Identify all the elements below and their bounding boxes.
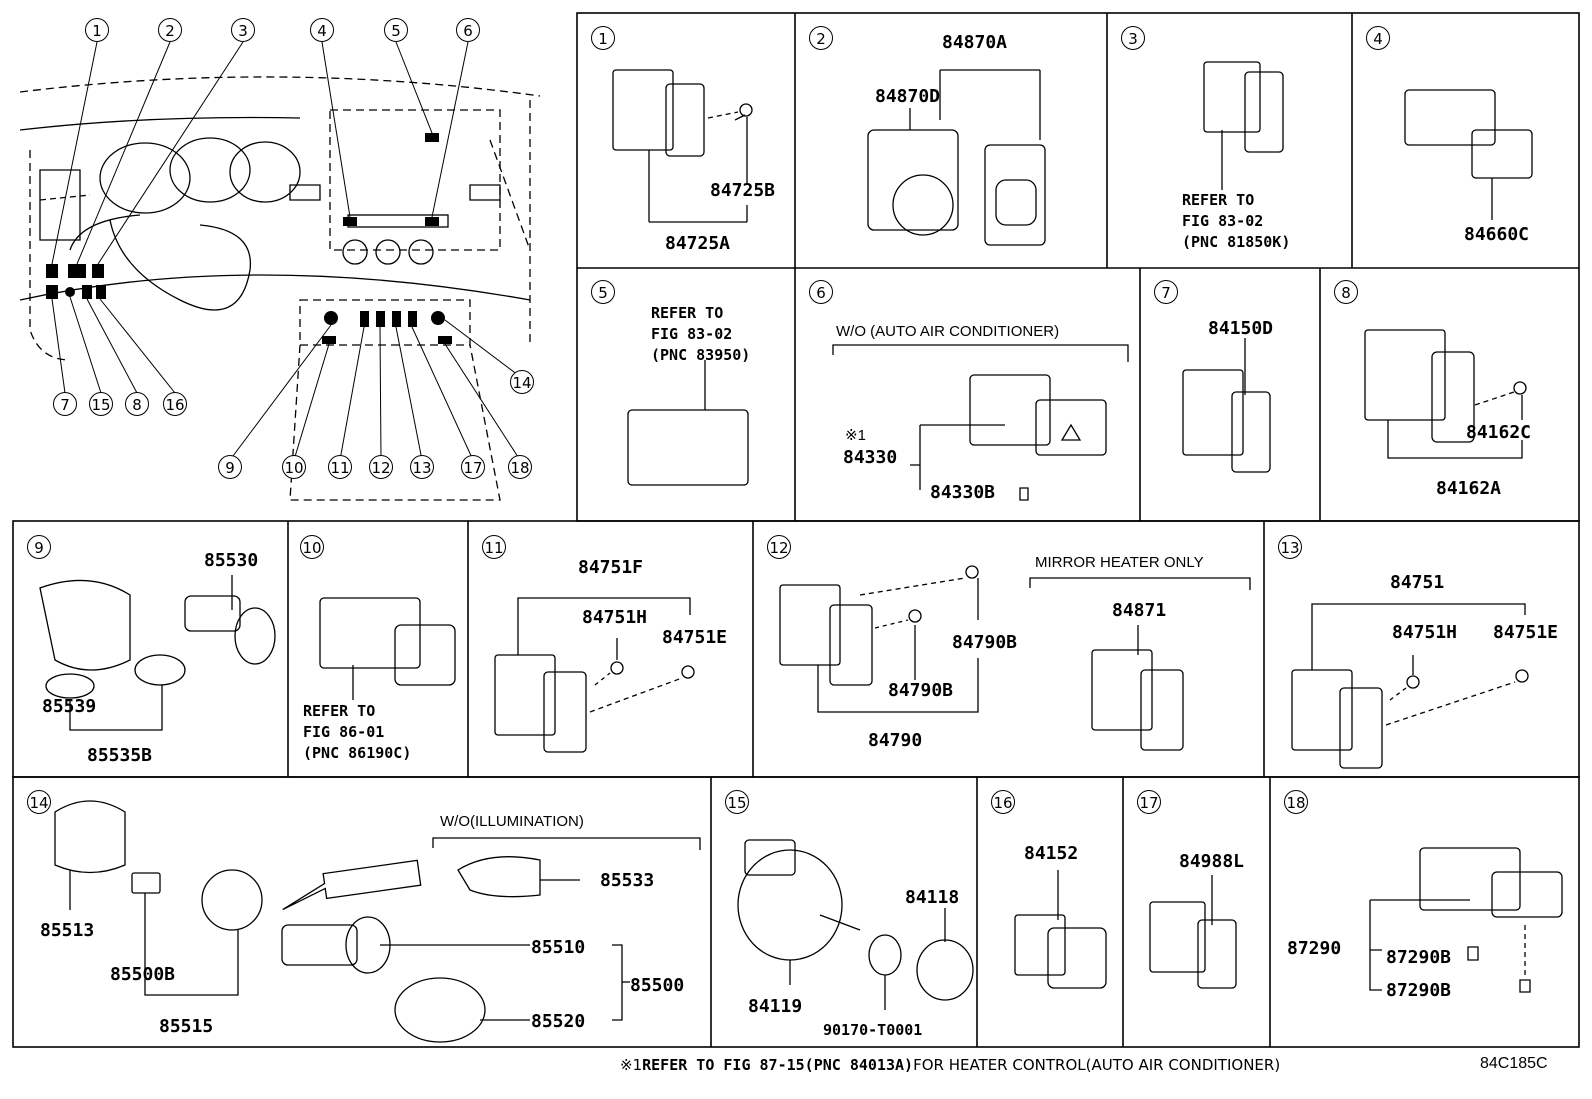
- footnote-mark: ※1: [845, 427, 866, 444]
- panel-number: 7: [1154, 280, 1178, 304]
- part-number: 85513: [40, 920, 95, 941]
- overview-callout[interactable]: 15: [89, 392, 113, 416]
- overview-callout[interactable]: 2: [158, 18, 182, 42]
- part-sketches: [39, 61, 1563, 1043]
- part-number: 90170-T0001: [823, 1021, 923, 1039]
- part-number: 84790B: [952, 632, 1018, 653]
- part-number: 84790: [868, 730, 923, 751]
- overview-callout[interactable]: 7: [53, 392, 77, 416]
- part-number: 84118: [905, 887, 960, 908]
- part-number: 84751E: [662, 627, 728, 648]
- panel-number: 16: [991, 790, 1015, 814]
- overview-callout[interactable]: 6: [456, 18, 480, 42]
- overview-callout[interactable]: 3: [231, 18, 255, 42]
- part-number: 84751E: [1493, 622, 1559, 643]
- panel-number: 11: [482, 535, 506, 559]
- part-number: 84871: [1112, 600, 1167, 621]
- part-number: 84725A: [665, 233, 731, 254]
- footer-reference: REFER TO FIG 87-15(PNC 84013A): [642, 1056, 914, 1074]
- part-number: 84150D: [1208, 318, 1274, 339]
- part-number: 87290B: [1386, 947, 1452, 968]
- overview-callout[interactable]: 16: [163, 392, 187, 416]
- panel-number: 5: [591, 280, 615, 304]
- part-number: 84119: [748, 996, 803, 1017]
- part-number: 84790B: [888, 680, 954, 701]
- part-number: 84162A: [1436, 478, 1502, 499]
- condition-note: MIRROR HEATER ONLY: [1035, 554, 1204, 571]
- panel-number: 10: [300, 535, 324, 559]
- part-number: 85530: [204, 550, 259, 571]
- dashboard-leader-lines: [51, 41, 523, 461]
- panel-number: 9: [27, 535, 51, 559]
- condition-note: W/O (AUTO AIR CONDITIONER): [836, 323, 1060, 340]
- reference-note: REFER TO FIG 83-02 (PNC 83950): [651, 304, 751, 364]
- part-number: 84330B: [930, 482, 996, 503]
- panel-number: 8: [1334, 280, 1358, 304]
- condition-note: W/O(ILLUMINATION): [440, 813, 584, 830]
- part-number: 84870D: [875, 86, 941, 107]
- part-number: 85515: [159, 1016, 214, 1037]
- part-number: 85533: [600, 870, 655, 891]
- part-number: 85500: [630, 975, 685, 996]
- part-number: 84751H: [582, 607, 648, 628]
- part-number: 84988L: [1179, 851, 1245, 872]
- panel-number: 15: [725, 790, 749, 814]
- overview-callout[interactable]: 17: [461, 455, 485, 479]
- panel-number: 17: [1137, 790, 1161, 814]
- footer-note: ※1REFER TO FIG 87-15(PNC 84013A)FOR HEAT…: [620, 1056, 1280, 1074]
- reference-note: REFER TO FIG 86-01 (PNC 86190C): [303, 702, 412, 762]
- part-number: 87290: [1287, 938, 1342, 959]
- part-number: 84660C: [1464, 224, 1530, 245]
- part-number: 84751: [1390, 572, 1445, 593]
- dashboard-switch-markers: [46, 133, 452, 344]
- part-number: 84725B: [710, 180, 776, 201]
- part-number: 84870A: [942, 32, 1008, 53]
- panel-number: 2: [809, 26, 833, 50]
- panel-number: 12: [767, 535, 791, 559]
- overview-callout[interactable]: 4: [310, 18, 334, 42]
- panel-number: 18: [1284, 790, 1308, 814]
- overview-callout[interactable]: 1: [85, 18, 109, 42]
- overview-callout[interactable]: 11: [328, 455, 352, 479]
- panel-number: 4: [1366, 26, 1390, 50]
- part-number: 85500B: [110, 964, 176, 985]
- overview-callout[interactable]: 13: [410, 455, 434, 479]
- panel-number: 3: [1121, 26, 1145, 50]
- figure-code: 84C185C: [1480, 1055, 1548, 1072]
- panel-number: 14: [27, 790, 51, 814]
- overview-callout[interactable]: 9: [218, 455, 242, 479]
- part-number: 84162C: [1466, 422, 1532, 443]
- overview-callout[interactable]: 8: [125, 392, 149, 416]
- overview-callout[interactable]: 18: [508, 455, 532, 479]
- overview-callout[interactable]: 10: [282, 455, 306, 479]
- overview-callout[interactable]: 14: [510, 370, 534, 394]
- part-number: 85520: [531, 1011, 586, 1032]
- footer-description: FOR HEATER CONTROL(AUTO AIR CONDITIONER): [913, 1056, 1281, 1074]
- part-number: 84152: [1024, 843, 1079, 864]
- part-number: 85535B: [87, 745, 153, 766]
- reference-note: REFER TO FIG 83-02 (PNC 81850K): [1182, 191, 1291, 251]
- panel-number: 6: [809, 280, 833, 304]
- part-number: 84751F: [578, 557, 644, 578]
- part-number: 84751H: [1392, 622, 1458, 643]
- part-number: 84330: [843, 447, 898, 468]
- overview-callout[interactable]: 12: [369, 455, 393, 479]
- part-number: 87290B: [1386, 980, 1452, 1001]
- panel-number: 13: [1278, 535, 1302, 559]
- overview-callout[interactable]: 5: [384, 18, 408, 42]
- panel-number: 1: [591, 26, 615, 50]
- part-number: 85539: [42, 696, 97, 717]
- footnote-mark: ※1: [620, 1056, 643, 1074]
- part-number: 85510: [531, 937, 586, 958]
